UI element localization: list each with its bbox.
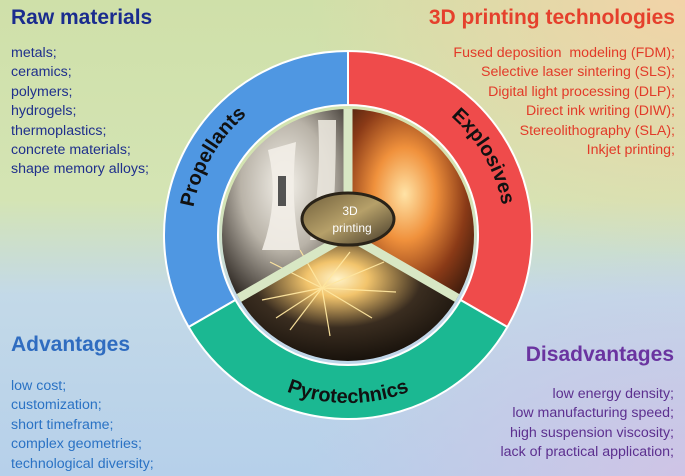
sparks-illustration xyxy=(261,249,397,337)
disadvantages-title: Disadvantages xyxy=(525,343,674,366)
list-item: Stereolithography (SLA); xyxy=(519,122,675,139)
list-item: Fused deposition modeling (FDM); xyxy=(453,45,675,61)
list-item: Selective laser sintering (SLS); xyxy=(481,64,675,81)
propellants-segment xyxy=(163,49,349,329)
list-item: metals; xyxy=(11,45,57,61)
list-item: polymers; xyxy=(11,83,73,100)
pyrotechnics-segment xyxy=(187,298,509,420)
list-item: low cost; xyxy=(11,378,67,394)
technologies-list: Fused deposition modeling (FDM); Selecti… xyxy=(429,44,675,160)
list-item: concrete materials; xyxy=(11,142,131,159)
disadvantages-panel: Disadvantages low energy density; low ma… xyxy=(501,343,675,463)
list-item: high suspension viscosity; xyxy=(509,424,674,441)
advantages-panel: Advantages low cost; customization; shor… xyxy=(11,333,154,474)
raw-materials-title: Raw materials xyxy=(11,6,153,29)
list-item: Inkjet printing; xyxy=(586,142,675,159)
center-label-line1: 3D xyxy=(342,204,358,218)
technologies-panel: 3D printing technologies Fused depositio… xyxy=(429,6,675,160)
list-item: ceramics; xyxy=(11,64,72,81)
raw-materials-panel: Raw materials metals; ceramics; polymers… xyxy=(11,6,152,180)
center-badge xyxy=(300,191,396,247)
list-item: shape memory alloys; xyxy=(11,161,149,178)
raw-materials-list: metals; ceramics; polymers; hydrogels; t… xyxy=(11,44,152,180)
center-label-line2: printing xyxy=(332,221,371,235)
disadvantages-list: low energy density; low manufacturing sp… xyxy=(501,385,675,463)
advantages-title: Advantages xyxy=(11,333,131,356)
advantages-list: low cost; customization; short timeframe… xyxy=(11,377,154,474)
list-item: short timeframe; xyxy=(11,416,114,433)
list-item: Digital light processing (DLP); xyxy=(488,83,675,100)
list-item: technological diversity; xyxy=(11,455,154,472)
list-item: hydrogels; xyxy=(11,103,77,120)
technologies-title: 3D printing technologies xyxy=(428,6,675,29)
list-item: Direct ink writing (DIW); xyxy=(526,103,675,120)
list-item: low manufacturing speed; xyxy=(512,405,674,422)
list-item: low energy density; xyxy=(552,386,674,402)
list-item: complex geometries; xyxy=(11,436,142,453)
list-item: lack of practical application; xyxy=(500,444,675,461)
explosives-segment xyxy=(347,49,533,329)
list-item: customization; xyxy=(11,397,102,414)
list-item: thermoplastics; xyxy=(11,122,107,139)
